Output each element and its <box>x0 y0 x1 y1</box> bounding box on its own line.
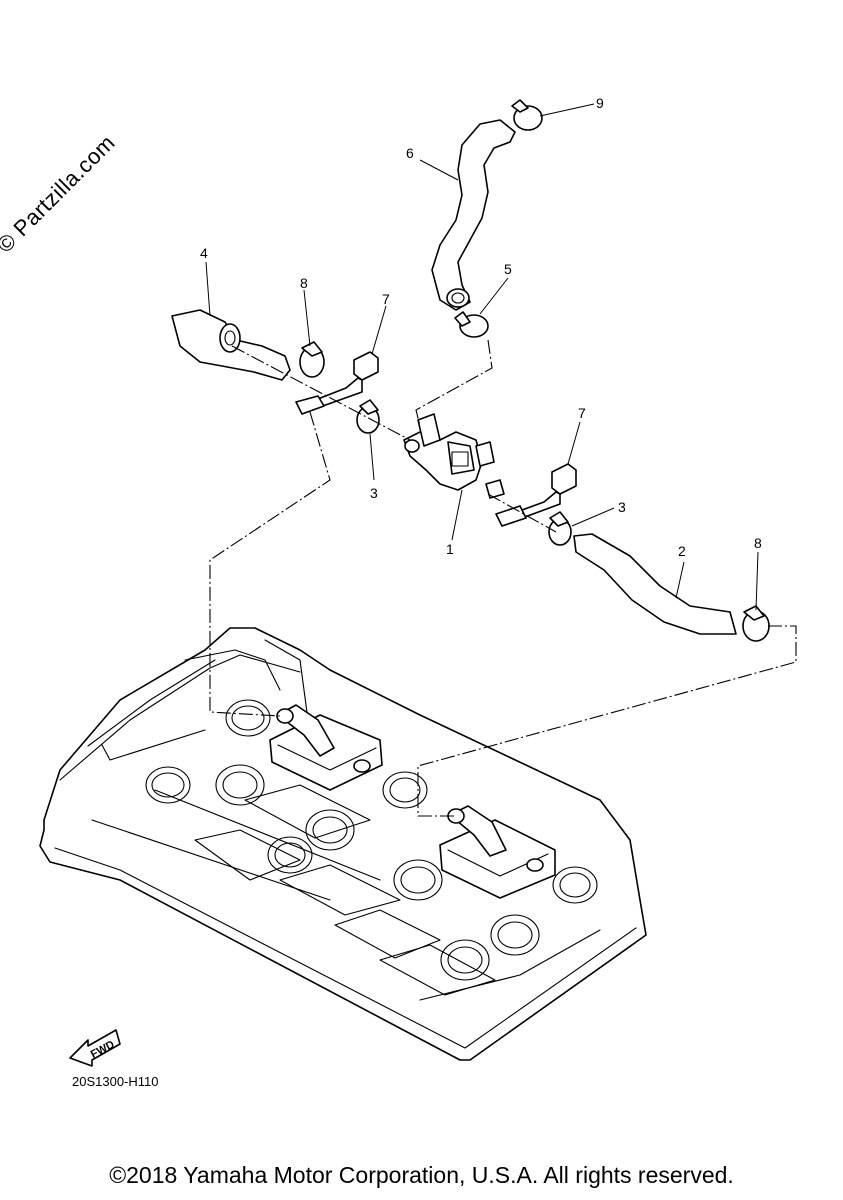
callout-3-upper: 3 <box>370 485 378 501</box>
hose-right <box>573 533 737 635</box>
callout-9: 9 <box>596 95 604 111</box>
hose-clip-8-lower <box>742 605 770 642</box>
callouts: 1 2 3 3 4 5 6 7 7 8 8 9 <box>200 95 762 559</box>
bracket-7-upper <box>295 351 379 415</box>
hose-clip-3-upper <box>356 399 380 434</box>
hose-clip-3-lower <box>548 511 572 546</box>
hose-clip-8-upper <box>299 341 325 378</box>
leader-lines <box>205 103 759 611</box>
callout-4: 4 <box>200 245 208 261</box>
hose-upper <box>431 119 516 311</box>
callout-8-lower: 8 <box>754 535 762 551</box>
hose-clip-9 <box>511 99 543 131</box>
air-induction-valve <box>403 413 505 499</box>
assembly-lines <box>209 339 797 817</box>
hose-left <box>171 309 291 381</box>
diagram-code: 20S1300-H110 <box>72 1074 159 1089</box>
copyright-notice: ©2018 Yamaha Motor Corporation, U.S.A. A… <box>109 1162 734 1188</box>
callout-8-upper: 8 <box>300 275 308 291</box>
fwd-label: FWD <box>89 1038 117 1060</box>
cylinder-head-cover <box>39 627 647 1061</box>
callout-2: 2 <box>678 543 686 559</box>
callout-5: 5 <box>504 261 512 277</box>
hose-clip-5 <box>454 311 489 338</box>
fwd-arrow-icon: FWD <box>69 1029 121 1067</box>
callout-6: 6 <box>406 145 414 161</box>
callout-3-lower: 3 <box>618 499 626 515</box>
callout-1: 1 <box>446 541 454 557</box>
callout-7-upper: 7 <box>382 291 390 307</box>
callout-7-lower: 7 <box>578 405 586 421</box>
